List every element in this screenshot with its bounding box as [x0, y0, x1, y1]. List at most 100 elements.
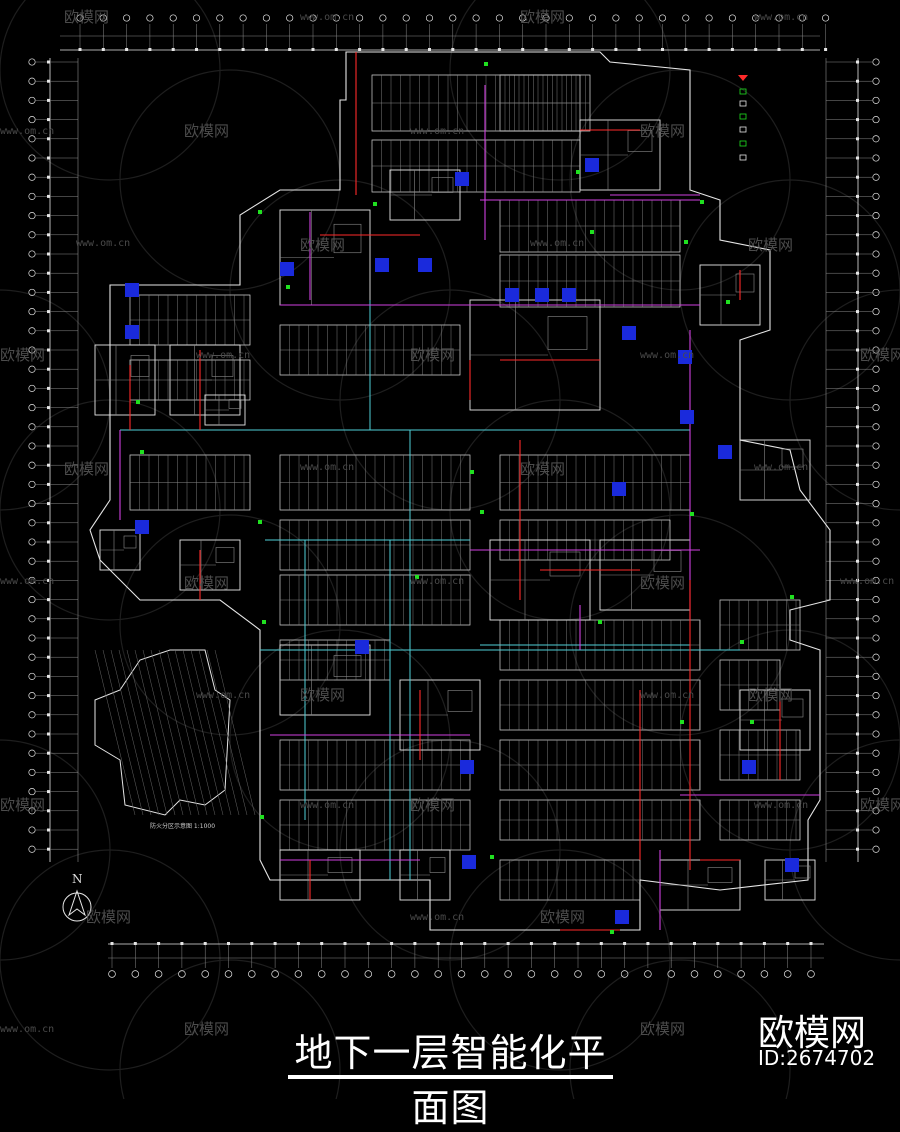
axis-mark: [483, 942, 487, 945]
axis-mark: [47, 367, 50, 371]
device-green: [590, 230, 594, 234]
axis-mark: [669, 942, 673, 945]
device-green: [260, 815, 264, 819]
axis-bubble: [872, 154, 880, 162]
axis-mark: [47, 617, 50, 621]
axis-mark: [856, 482, 859, 486]
core-room: [707, 867, 733, 883]
core-room: [333, 223, 362, 254]
axis-mark: [343, 942, 347, 945]
watermark-url: www.om.cn: [300, 800, 355, 811]
axis-mark: [762, 942, 766, 945]
axis-mark: [334, 48, 338, 51]
axis-mark: [47, 386, 50, 390]
watermark-logo: 欧模网: [540, 908, 586, 926]
device-green: [680, 720, 684, 724]
device-green: [726, 300, 730, 304]
device-box-blue: [562, 288, 576, 302]
axis-mark: [451, 48, 455, 51]
core-room: [333, 655, 362, 677]
watermark-logo: 欧模网: [640, 1020, 686, 1038]
device-green: [684, 240, 688, 244]
axis-mark: [800, 48, 804, 51]
axis-mark: [716, 942, 720, 945]
axis-bubble: [28, 615, 36, 623]
axis-mark: [856, 655, 859, 659]
axis-bubble: [262, 14, 270, 22]
core-room: [123, 535, 137, 549]
watermark-url: www.om.cn: [754, 462, 809, 473]
axis-bubble: [28, 250, 36, 258]
axis-mark: [661, 48, 664, 51]
axis-mark: [47, 732, 50, 736]
axis-mark: [856, 636, 859, 640]
axis-bubble: [28, 807, 36, 815]
axis-mark: [856, 790, 859, 794]
inset-hatch: [198, 649, 240, 816]
device-green: [140, 450, 144, 454]
device-box-blue: [418, 258, 432, 272]
axis-bubble: [872, 557, 880, 565]
watermark-logo: 欧模网: [184, 574, 230, 592]
axis-bubble: [402, 14, 410, 22]
axis-mark: [856, 194, 859, 198]
watermark-url: www.om.cn: [640, 690, 695, 701]
axis-mark: [777, 48, 781, 51]
axis-bubble: [28, 154, 36, 162]
axis-mark: [203, 942, 207, 945]
device-box-blue: [622, 326, 636, 340]
axis-mark: [47, 578, 50, 582]
axis-mark: [856, 98, 859, 102]
axis-bubble: [872, 77, 880, 85]
axis-mark: [856, 521, 859, 525]
axis-bubble: [434, 970, 442, 978]
axis-bubble: [872, 480, 880, 488]
axis-mark: [273, 942, 277, 945]
axis-bubble: [872, 96, 880, 104]
device-box-blue: [505, 288, 519, 302]
axis-bubble: [28, 845, 36, 853]
axis-mark: [856, 329, 859, 333]
watermark-logo: 欧模网: [64, 8, 110, 26]
axis-mark: [47, 406, 50, 410]
axis-bubble: [872, 634, 880, 642]
axis-bubble: [565, 14, 573, 22]
axis-bubble: [341, 970, 349, 978]
watermark-logo: 欧模网: [410, 796, 456, 814]
axis-bubble: [28, 96, 36, 104]
device-box-blue: [742, 760, 756, 774]
device-box-blue: [535, 288, 549, 302]
axis-bubble: [28, 192, 36, 200]
axis-bubble: [872, 231, 880, 239]
watermark-url: www.om.cn: [840, 576, 895, 587]
device-box-blue: [125, 325, 139, 339]
watermark-url: www.om.cn: [754, 800, 809, 811]
axis-mark: [47, 271, 50, 275]
device-green: [790, 595, 794, 599]
axis-bubble: [28, 442, 36, 450]
axis-bubble: [872, 346, 880, 354]
axis-bubble: [872, 250, 880, 258]
device-green: [262, 620, 266, 624]
axis-bubble: [872, 615, 880, 623]
watermark-circle: [789, 289, 900, 511]
axis-bubble: [457, 970, 466, 978]
device-green: [286, 285, 290, 289]
axis-bubble: [28, 384, 36, 392]
inset-hatch: [190, 649, 232, 816]
core-room: [327, 857, 353, 873]
axis-mark: [47, 655, 50, 659]
axis-mark: [856, 214, 859, 218]
axis-bubble: [872, 192, 880, 200]
axis-bubble: [872, 288, 880, 296]
watermark-url: www.om.cn: [410, 576, 465, 587]
axis-mark: [125, 48, 129, 51]
core-room: [547, 316, 588, 350]
axis-bubble: [28, 576, 36, 584]
axis-mark: [856, 386, 859, 390]
axis-mark: [47, 521, 50, 525]
axis-bubble: [28, 672, 36, 680]
axis-bubble: [550, 970, 559, 978]
watermark-logo: 欧模网: [0, 346, 46, 364]
device-box-blue: [135, 520, 149, 534]
